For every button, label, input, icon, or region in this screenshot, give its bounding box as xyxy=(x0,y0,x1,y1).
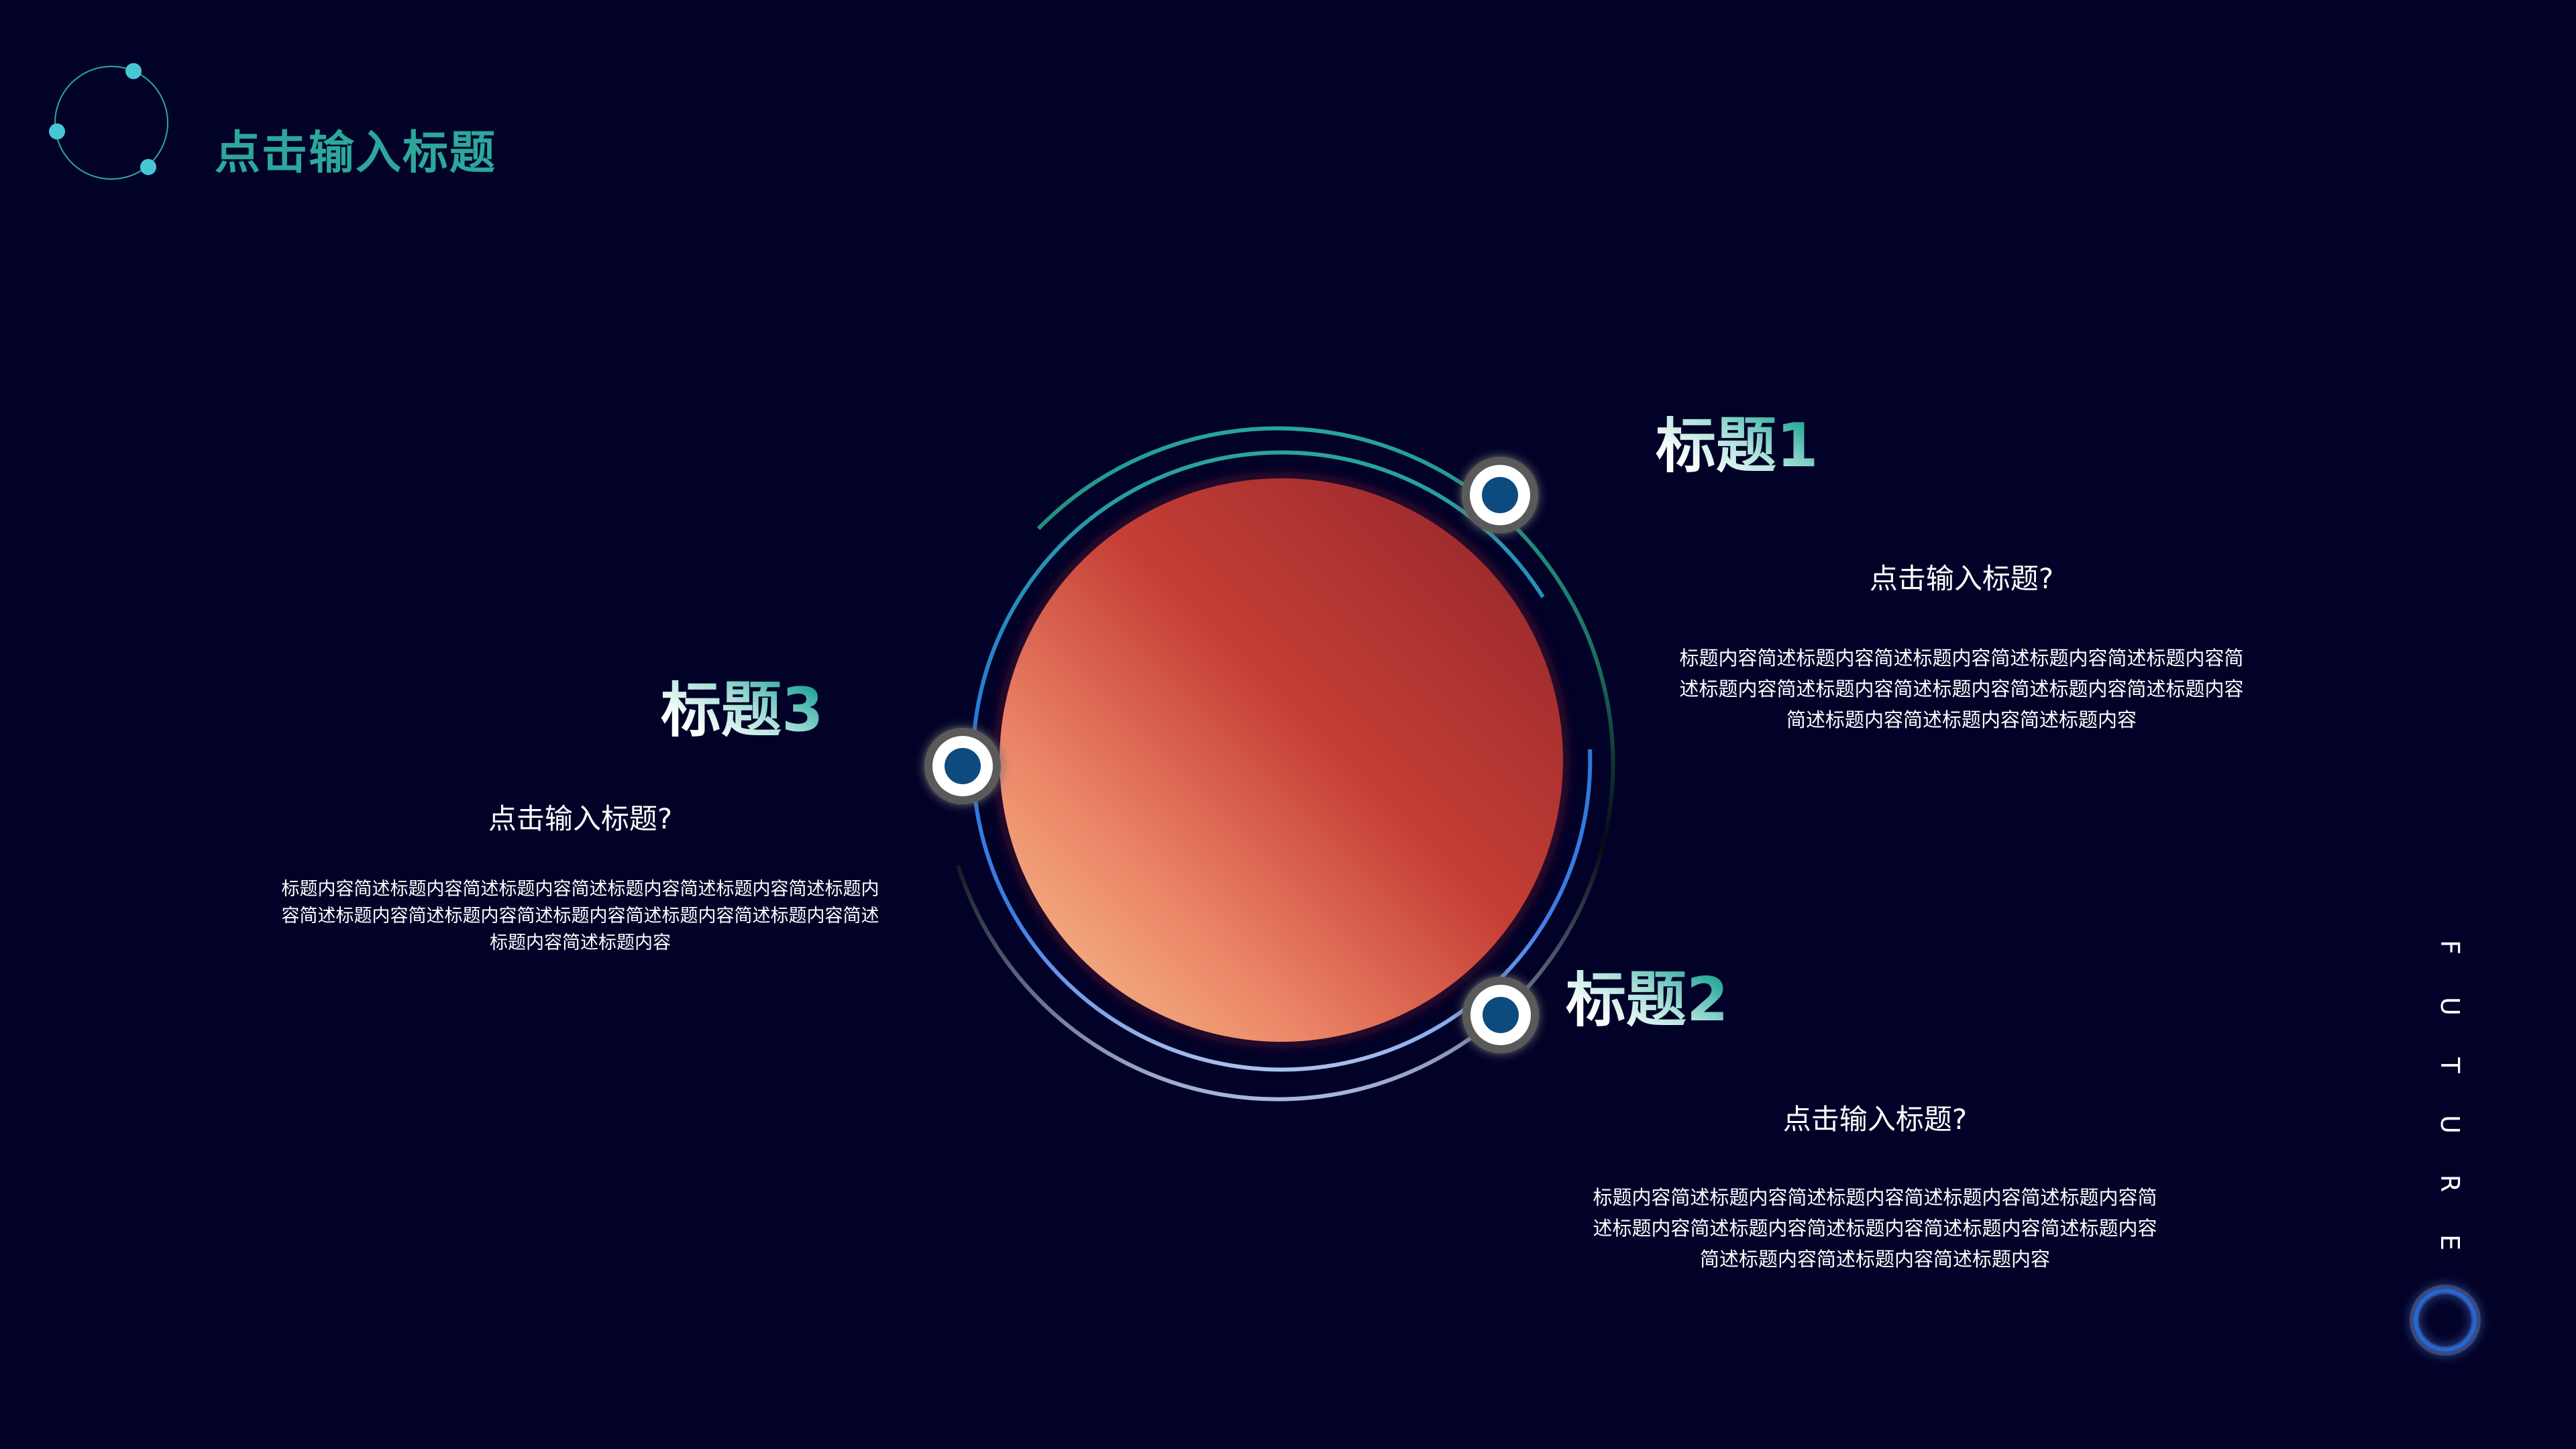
body-line: 述标题内容简述标题内容简述标题内容简述标题内容简述标题内容 xyxy=(1679,678,2244,700)
heading-item-3[interactable]: 标题3 xyxy=(661,675,824,745)
future-letter: U xyxy=(2435,997,2465,1016)
body-line: 标题内容简述标题内容简述标题内容简述标题内容简述标题内容简 xyxy=(1593,1186,2157,1209)
body-line: 述标题内容简述标题内容简述标题内容简述标题内容简述标题内容 xyxy=(1593,1217,2157,1240)
node-icon-2 xyxy=(1462,977,1539,1053)
page-title[interactable]: 点击输入标题 xyxy=(215,127,497,180)
body-item-1[interactable]: 标题内容简述标题内容简述标题内容简述标题内容简述标题内容简 述标题内容简述标题内… xyxy=(1679,643,2243,735)
future-letter: R xyxy=(2435,1174,2465,1193)
body-line: 标题内容简述标题内容简述标题内容简述标题内容简述标题内容简述标题内 xyxy=(281,879,879,900)
heading-item-2[interactable]: 标题2 xyxy=(1566,965,1729,1035)
subtitle-item-1[interactable]: 点击输入标题? xyxy=(1869,562,2054,595)
node-icon-1 xyxy=(1462,457,1538,533)
future-letter: F xyxy=(2435,940,2465,955)
body-item-2[interactable]: 标题内容简述标题内容简述标题内容简述标题内容简述标题内容简 述标题内容简述标题内… xyxy=(1593,1182,2157,1275)
body-item-3[interactable]: 标题内容简述标题内容简述标题内容简述标题内容简述标题内容简述标题内 容简述标题内… xyxy=(282,876,879,957)
subtitle-item-2[interactable]: 点击输入标题? xyxy=(1782,1103,1968,1136)
orbit-ring-icon xyxy=(49,63,168,180)
future-letter: T xyxy=(2435,1057,2465,1073)
subtitle-item-3[interactable]: 点击输入标题? xyxy=(488,802,673,835)
central-sphere xyxy=(1000,478,1563,1042)
outer-ring-arc xyxy=(956,426,1615,1102)
heading-item-1[interactable]: 标题1 xyxy=(1656,411,1819,481)
glow-ring-icon xyxy=(2410,1285,2481,1356)
node-icon-3 xyxy=(924,728,1001,804)
body-line: 简述标题内容简述标题内容简述标题内容 xyxy=(1699,1248,2051,1271)
body-line: 标题内容简述标题内容 xyxy=(490,932,671,953)
body-line: 标题内容简述标题内容简述标题内容简述标题内容简述标题内容简 xyxy=(1679,647,2244,669)
future-letter: E xyxy=(2435,1234,2465,1250)
body-line: 容简述标题内容简述标题内容简述标题内容简述标题内容简述标题内容简述 xyxy=(281,906,879,926)
body-line: 简述标题内容简述标题内容简述标题内容 xyxy=(1786,708,2137,731)
future-letter: U xyxy=(2435,1115,2465,1134)
vertical-future-text: F U T U R E xyxy=(2435,934,2465,1288)
